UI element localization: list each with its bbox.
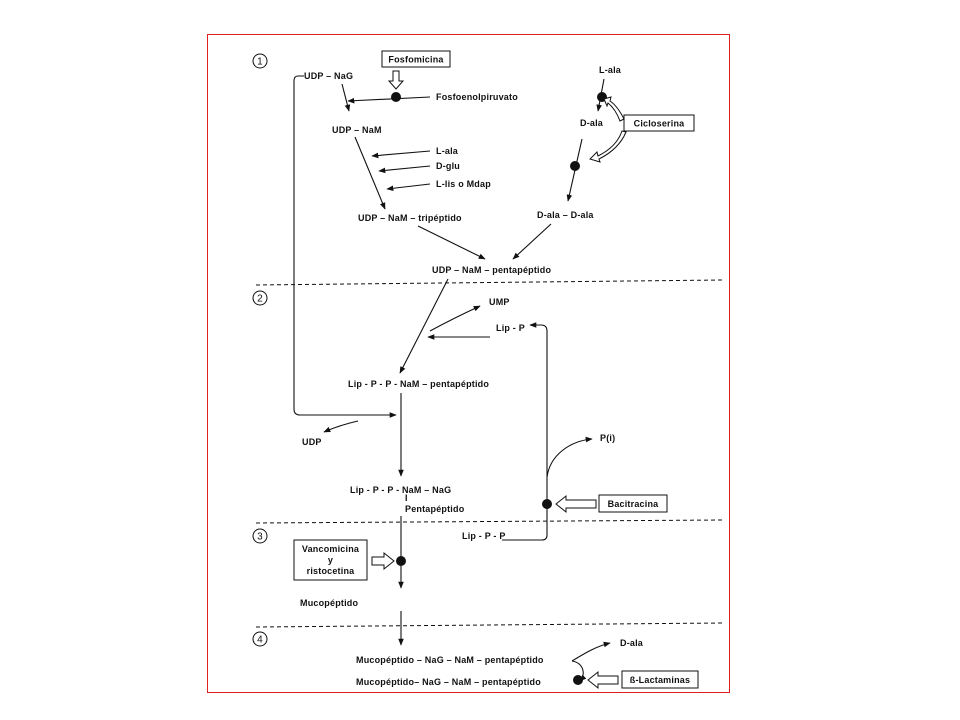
- svg-text:1: 1: [257, 57, 263, 68]
- arrow-d-ala-to-d-ala-d-ala: [566, 138, 583, 202]
- svg-text:4: 4: [257, 635, 263, 646]
- fosfomicina-hollow-arrow: [387, 70, 405, 90]
- compound-udp-nam-tripeptido: UDP – NaM – tripéptido: [358, 213, 462, 223]
- compound-d-ala-d-ala: D-ala – D-ala: [537, 210, 594, 220]
- stage-marker-1: 1: [252, 53, 268, 69]
- stage-marker-3: 3: [252, 528, 268, 544]
- svg-text:3: 3: [257, 532, 263, 543]
- fosfomicina-block-point: [391, 92, 401, 102]
- svg-text:ristocetina: ristocetina: [307, 566, 356, 576]
- stage-marker-4: 4: [252, 631, 268, 647]
- svg-text:Cicloserina: Cicloserina: [634, 119, 686, 129]
- compound-udp-nag: UDP – NaG: [304, 71, 353, 81]
- compound-lip-p-p: Lip - P - P: [462, 531, 506, 541]
- vancomicina-ristocetina-box: Vancomicina y ristocetina: [293, 539, 368, 581]
- svg-text:y: y: [328, 555, 333, 565]
- arrow-d-ala-d-ala-to-pentapeptido: [512, 223, 552, 260]
- arrow-to-d-ala-bottom: [571, 641, 611, 662]
- arrow-l-ala: [371, 150, 431, 159]
- vancomicina-hollow-arrow: [371, 551, 395, 571]
- peptidoglycan-synthesis-diagram: 1 2 3 4 Fosfomicina UDP – NaG Fosfoenolp…: [252, 50, 724, 690]
- svg-text:ß-Lactaminas: ß-Lactaminas: [630, 675, 690, 685]
- compound-udp-nam: UDP – NaM: [332, 125, 382, 135]
- compound-l-lis-o-mdap: L-lis o Mdap: [436, 179, 491, 189]
- bacitracina-block-point: [542, 499, 552, 509]
- cicloserina-block-point-2: [570, 161, 580, 171]
- compound-d-ala: D-ala: [580, 118, 604, 128]
- stage-divider-2: [255, 279, 724, 286]
- cicloserina-box: Cicloserina: [623, 114, 695, 132]
- compound-fosfoenolpiruvato: Fosfoenolpiruvato: [436, 92, 518, 102]
- compound-udp-nam-pentapeptido: UDP – NaM – pentapéptido: [432, 265, 551, 275]
- cicloserina-hollow-arrow-up: [603, 96, 625, 122]
- compound-mucopeptido: Mucopéptido: [300, 598, 358, 608]
- svg-text:Vancomicina: Vancomicina: [302, 544, 360, 554]
- arrow-udp-nag-to-udp-nam: [341, 83, 351, 112]
- compound-lip-p-p-nam-pentapeptido: Lip - P - P - NaM – pentapéptido: [348, 379, 489, 389]
- compound-pentapeptido: Pentapéptido: [405, 504, 465, 514]
- stage-divider-3: [255, 519, 724, 524]
- bacitracina-hollow-arrow: [555, 494, 597, 514]
- arrow-to-udp: [323, 420, 359, 433]
- compound-udp: UDP: [302, 437, 322, 447]
- compound-l-ala-top: L-ala: [599, 65, 622, 75]
- beta-lactaminas-box: ß-Lactaminas: [621, 670, 699, 689]
- lactaminas-block-point: [573, 675, 583, 685]
- compound-d-glu: D-glu: [436, 161, 460, 171]
- stage-divider-4: [255, 622, 724, 628]
- vancomicina-block-point: [396, 556, 406, 566]
- stage-marker-2: 2: [252, 290, 268, 306]
- arrow-tripeptido-to-pentapeptido: [417, 225, 486, 260]
- svg-text:Fosfomicina: Fosfomicina: [388, 55, 444, 65]
- arrow-udp-nam-to-tripeptido: [354, 136, 386, 210]
- compound-ump: UMP: [489, 297, 510, 307]
- arrow-d-glu: [378, 165, 431, 174]
- bacitracina-box: Bacitracina: [598, 494, 668, 513]
- arrow-l-lis: [386, 183, 431, 192]
- compound-d-ala-bottom: D-ala: [620, 638, 644, 648]
- lactaminas-hollow-arrow: [587, 670, 619, 690]
- compound-lip-p: Lip - P: [496, 323, 525, 333]
- pentapeptido-branch-mark: I: [405, 493, 408, 503]
- compound-l-ala: L-ala: [436, 146, 459, 156]
- compound-mucopeptido-pentapeptido-2: Mucopéptido– NaG – NaM – pentapéptido: [356, 677, 541, 687]
- compound-lip-p-p-nam-nag: Lip - P - P - NaM – NaG: [350, 485, 451, 495]
- cicloserina-hollow-arrow-down: [589, 130, 627, 163]
- arrow-to-ump: [429, 305, 481, 332]
- arrow-fosfoenolpiruvato: [347, 96, 431, 104]
- compound-p-i: P(i): [600, 433, 615, 443]
- compound-mucopeptido-pentapeptido-1: Mucopéptido – NaG – NaM – pentapéptido: [356, 655, 544, 665]
- fosfomicina-box: Fosfomicina: [381, 50, 451, 68]
- udp-nag-loop: [293, 75, 397, 418]
- diagram-frame: 1 2 3 4 Fosfomicina UDP – NaG Fosfoenolp…: [207, 34, 730, 693]
- lipid-carrier-loop: [502, 322, 548, 541]
- svg-text:2: 2: [257, 294, 263, 305]
- arrow-to-p-i: [546, 436, 593, 478]
- arrow-pentapeptido-to-lip-p-p-nam: [399, 278, 449, 374]
- svg-text:Bacitracina: Bacitracina: [608, 499, 660, 509]
- arrow-l-ala-to-d-ala: [596, 78, 605, 112]
